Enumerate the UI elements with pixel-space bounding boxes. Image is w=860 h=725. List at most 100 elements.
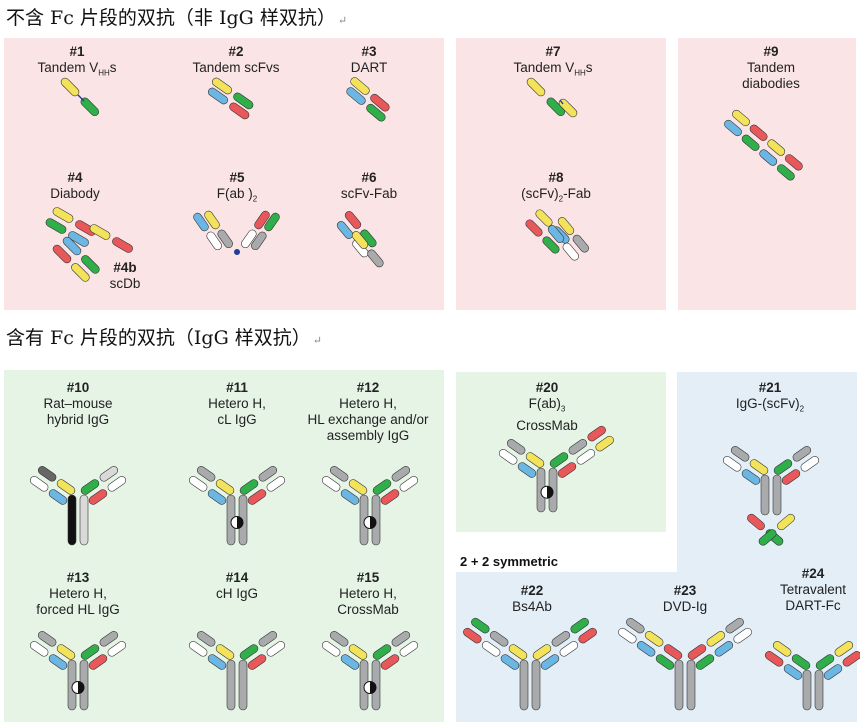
domain-segment (741, 469, 761, 485)
domain-segment (724, 119, 742, 137)
domain-segment (112, 237, 133, 253)
domain-segment (266, 476, 286, 492)
domain-segment (815, 654, 835, 670)
format-name: Hetero H, (339, 586, 397, 601)
domain-segment (258, 466, 278, 482)
section-label-symmetric: 2 + 2 symmetric (460, 554, 558, 569)
domain-segment (372, 479, 392, 495)
domain-segment (547, 225, 565, 243)
domain-segment (773, 459, 793, 475)
format-name-line2: hybrid IgG (46, 412, 110, 427)
format-suffix: -Fab (563, 186, 591, 201)
format-subscript: 3 (560, 404, 566, 414)
domain-segment (229, 102, 250, 120)
format-subscript: 2 (799, 404, 805, 414)
domain-segment (37, 466, 57, 482)
domain-segment (500, 654, 520, 670)
format-name: Diabody (50, 186, 100, 201)
format-name-line2: CrossMab (516, 417, 578, 433)
format-name-line3: assembly IgG (326, 428, 410, 443)
fc-chain (814, 669, 824, 711)
domain-segment (217, 229, 233, 249)
domain-segment (380, 489, 400, 505)
domain-segment (48, 654, 68, 670)
domain-segment (207, 87, 229, 105)
format-number: #14 (225, 570, 249, 585)
format-name: Rat–mouse (43, 396, 113, 411)
domain-segment (506, 439, 526, 455)
domain-segment (68, 231, 89, 247)
domain-segment (336, 221, 354, 239)
domain-segment (321, 476, 341, 492)
domain-segment (568, 439, 588, 455)
domain-segment (251, 231, 267, 251)
domain-segment (80, 479, 100, 495)
format-suffix: s (585, 60, 593, 75)
domain-segment (62, 236, 82, 256)
format-name-line2: diabodies (742, 76, 800, 91)
fc-chain (531, 659, 541, 711)
domain-segment (99, 631, 119, 647)
domain-segment (626, 617, 645, 634)
domain-segment (60, 77, 80, 97)
panel-tandem-diabodies (678, 38, 856, 310)
domain-segment (351, 231, 369, 249)
knob-into-hole-icon (237, 516, 243, 529)
domain-segment (264, 212, 280, 232)
domain-segment (535, 209, 553, 227)
domain-segment (29, 641, 49, 657)
domain-segment (508, 644, 528, 660)
domain-segment (706, 631, 726, 647)
domain-segment (562, 242, 579, 261)
domain-segment (239, 644, 259, 660)
domain-segment (758, 529, 777, 546)
format-suffix: s (109, 60, 117, 75)
format-label-8: #8(scFv)2-Fab (521, 170, 591, 208)
domain-segment (254, 210, 270, 230)
domain-segment (741, 134, 760, 151)
domain-segment (655, 654, 675, 670)
fc-chain (772, 474, 782, 516)
domain-segment (215, 644, 235, 660)
domain-segment (80, 644, 100, 660)
format-name: F(ab ) (216, 186, 253, 201)
domain-segment (56, 644, 76, 660)
domain-segment (823, 664, 843, 680)
domain-segment (525, 219, 543, 237)
domain-segment (663, 644, 683, 660)
domain-segment (542, 236, 560, 254)
domain-segment (747, 513, 765, 531)
domain-segment (783, 664, 803, 680)
domain-segment (48, 489, 68, 505)
domain-segment (196, 466, 216, 482)
domain-segment (636, 641, 656, 657)
domain-segment (329, 631, 349, 647)
domain-segment (207, 489, 227, 505)
domain-segment (340, 489, 360, 505)
format-number: #13 (66, 570, 90, 585)
hinge-dot (234, 249, 240, 255)
domain-segment (367, 249, 384, 268)
format-number: #10 (66, 380, 90, 395)
domain-segment (759, 149, 778, 166)
format-name: DVD-Ig (662, 599, 708, 614)
heading-with-fc: 含有 Fc 片段的双抗（IgG 样双抗）↵ (6, 323, 322, 350)
fc-chain (226, 659, 236, 711)
domain-segment (570, 617, 589, 634)
knob-into-hole-icon (370, 516, 376, 529)
format-name: DART (350, 60, 388, 75)
format-number: #1 (69, 44, 85, 59)
domain-segment (714, 641, 734, 657)
format-name: (scFv) (521, 186, 559, 201)
format-name-line2: DART-Fc (785, 598, 841, 613)
format-name-line2: HL exchange and/or (307, 412, 429, 427)
format-number: #9 (763, 44, 779, 59)
